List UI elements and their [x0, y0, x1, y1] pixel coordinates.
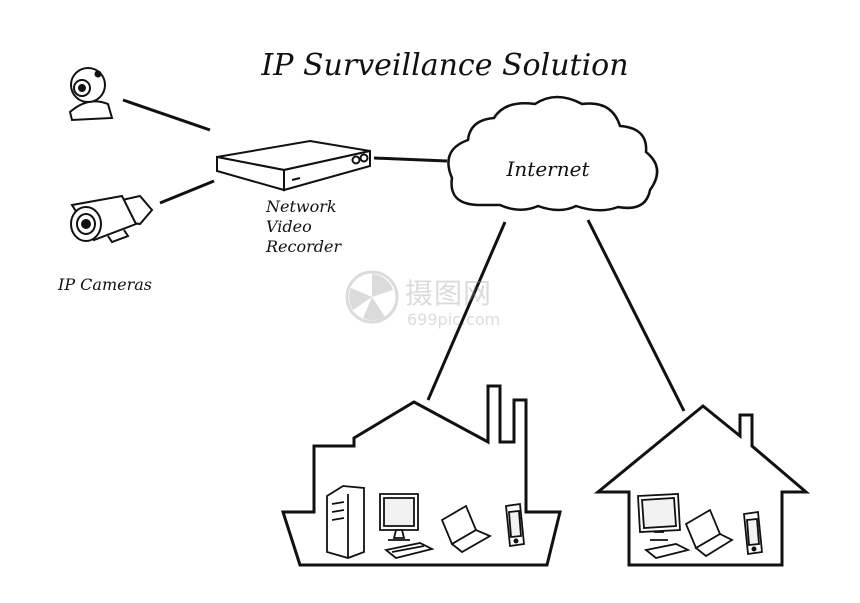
ip-cameras-label: IP Cameras	[57, 275, 152, 294]
nvr-label-line1: Network	[265, 197, 337, 216]
keyboard-icon	[383, 542, 435, 559]
cloud-to-house-line	[586, 219, 686, 412]
laptop-icon	[440, 504, 493, 554]
nvr-label-line2: Video	[266, 217, 312, 236]
house-keyboard-icon	[643, 543, 691, 559]
watermark-text: 摄图网	[405, 277, 493, 310]
cloud-to-factory-line	[426, 221, 507, 401]
factory-building-icon	[280, 384, 562, 567]
webcam-to-nvr-line	[122, 98, 211, 132]
cloud-label: Internet	[506, 157, 591, 181]
nvr-to-cloud-line	[373, 156, 448, 163]
watermark: 摄图网 699pic.com	[345, 270, 525, 335]
diagram-title: IP Surveillance Solution	[260, 48, 628, 83]
house-monitor-icon	[637, 493, 681, 541]
cloud-icon	[447, 95, 659, 212]
connector-lines	[122, 98, 686, 412]
webcam-icon	[68, 67, 114, 122]
house-mobile-phone-icon	[743, 510, 763, 556]
watermark-logo-icon	[345, 270, 399, 324]
nvr-box-icon	[216, 139, 371, 192]
bullet-camera-icon	[70, 194, 154, 244]
mobile-phone-icon	[505, 502, 525, 548]
bullet-cam-to-nvr-line	[159, 179, 215, 205]
house-laptop-icon	[684, 508, 734, 558]
watermark-url: 699pic.com	[407, 310, 501, 329]
tower-pc-icon	[326, 485, 365, 559]
nvr-label-line3: Recorder	[265, 237, 342, 256]
nvr-label: Network Video Recorder	[265, 197, 342, 256]
house-icon	[593, 404, 811, 567]
monitor-icon	[379, 493, 419, 541]
